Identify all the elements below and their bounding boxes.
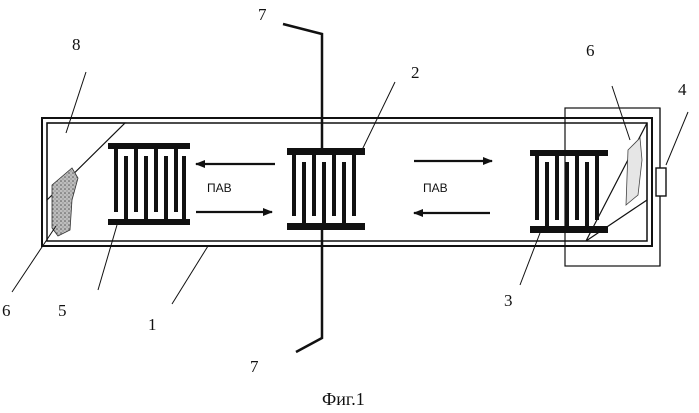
- idt-left: [108, 143, 190, 225]
- label-7-bottom: 7: [250, 357, 259, 376]
- label-3: 3: [504, 291, 513, 310]
- saw-label-right: ПАВ: [423, 181, 448, 195]
- figure-caption: Фиг.1: [322, 389, 365, 409]
- label-1: 1: [148, 315, 157, 334]
- resistor-icon: [656, 168, 666, 196]
- label-7-top: 7: [258, 5, 267, 24]
- label-6-right: 6: [586, 41, 595, 60]
- label-5: 5: [58, 301, 67, 320]
- idt-center: [287, 82, 395, 230]
- absorber-right-fill: [626, 138, 642, 205]
- label-6-left: 6: [2, 301, 11, 320]
- saw-label-left: ПАВ: [207, 181, 232, 195]
- absorber-left-fill: [52, 168, 78, 236]
- label-2: 2: [411, 63, 420, 82]
- label-4: 4: [678, 80, 687, 99]
- label-8: 8: [72, 35, 81, 54]
